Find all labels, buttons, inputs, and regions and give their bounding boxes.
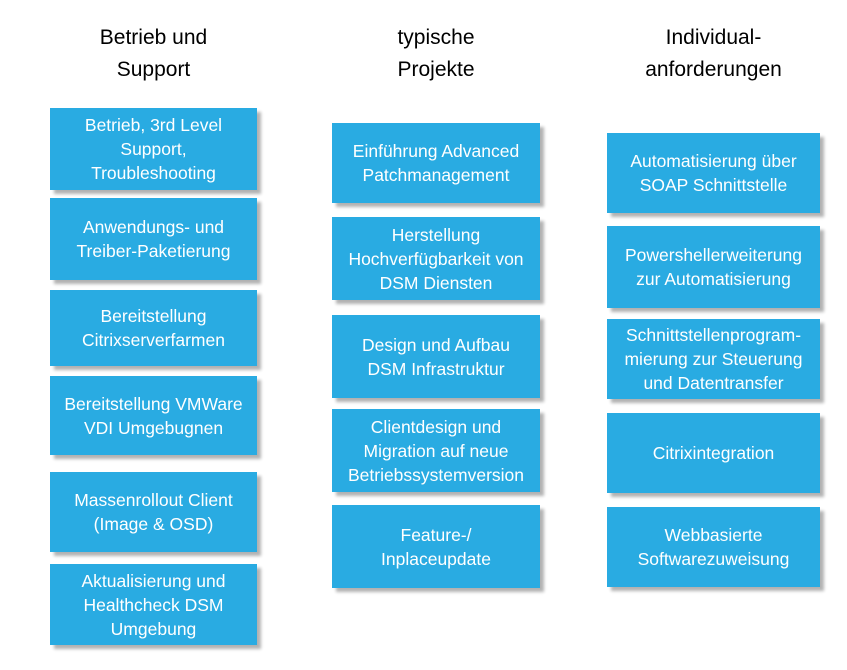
diagram-box-anwendungs-treiber-paketierung: Anwendungs- und Treiber-Paketierung (50, 198, 257, 280)
diagram-box-feature-inplaceupdate: Feature-/ Inplaceupdate (332, 505, 540, 588)
column-header-betrieb-und-support: Betrieb und Support (99, 26, 208, 81)
diagram-box-betrieb-3rd-level-support: Betrieb, 3rd Level Support, Troubleshoot… (50, 108, 257, 190)
diagram-box-citrixintegration: Citrixintegration (607, 413, 820, 493)
column-header-individualanforderungen: Individual- anforderungen (645, 26, 782, 81)
diagram-box-herstellung-hochverfuegbarkeit-dsm: Herstellung Hochverfügbarkeit von DSM Di… (332, 217, 540, 300)
diagram-box-automatisierung-soap-schnittstelle: Automatisierung über SOAP Schnittstelle (607, 133, 820, 213)
diagram-box-bereitstellung-citrixserverfarmen: Bereitstellung Citrixserverfarmen (50, 290, 257, 366)
diagram-box-massenrollout-client: Massenrollout Client (Image & OSD) (50, 472, 257, 552)
diagram-box-einfuehrung-advanced-patchmanagement: Einführung Advanced Patchmanagement (332, 123, 540, 203)
diagram-box-bereitstellung-vmware-vdi: Bereitstellung VMWare VDI Umgebugnen (50, 376, 257, 455)
column-header-typische-projekte: typische Projekte (397, 26, 475, 81)
diagram-box-schnittstellenprogrammierung: Schnittstellenprogram- mierung zur Steue… (607, 319, 820, 399)
diagram-box-powershellerweiterung-automatisierung: Powershellerweiterung zur Automatisierun… (607, 226, 820, 308)
diagram-box-webbasierte-softwarezuweisung: Webbasierte Softwarezuweisung (607, 507, 820, 587)
diagram-box-design-aufbau-dsm-infrastruktur: Design und Aufbau DSM Infrastruktur (332, 315, 540, 398)
diagram-box-clientdesign-migration: Clientdesign und Migration auf neue Betr… (332, 409, 540, 492)
diagram-box-aktualisierung-healthcheck-dsm: Aktualisierung und Healthcheck DSM Umgeb… (50, 564, 257, 645)
